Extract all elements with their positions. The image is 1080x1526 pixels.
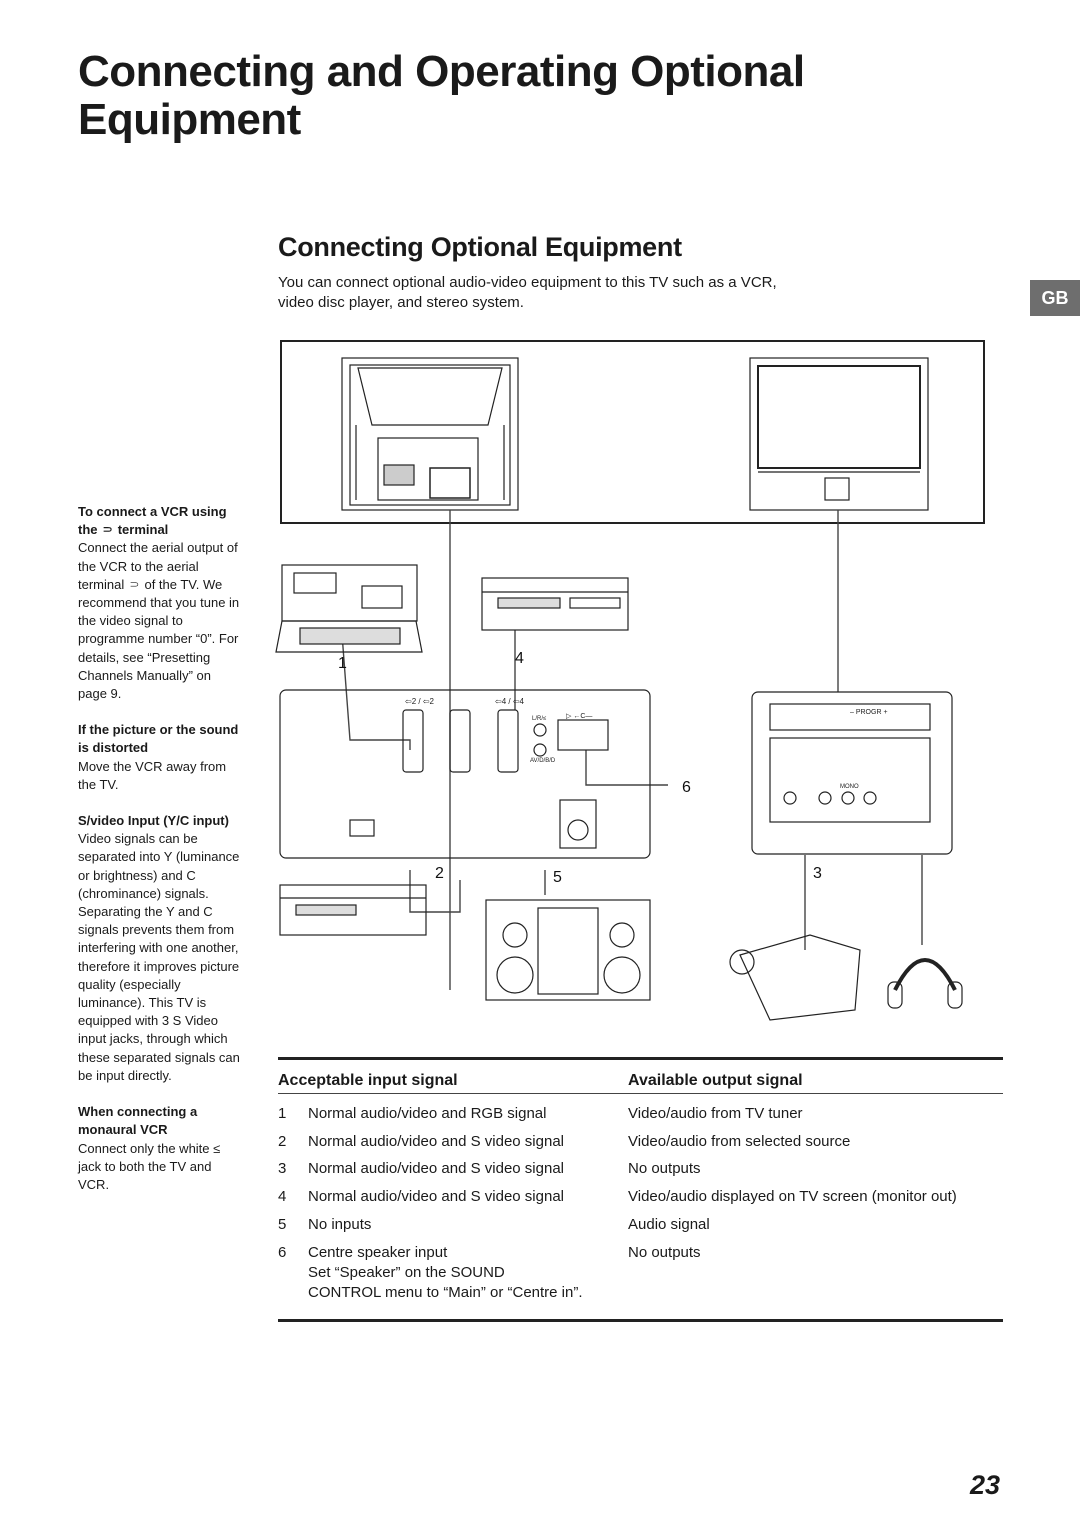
row-output: Video/audio displayed on TV screen (moni… (628, 1188, 957, 1206)
table-header: Acceptable input signal Available output… (278, 1060, 1003, 1094)
vcr-icon (481, 577, 629, 631)
row-input: Normal audio/video and S video signal (308, 1188, 564, 1206)
callout-5: 5 (553, 869, 562, 886)
row-input: Centre speaker input (308, 1243, 448, 1261)
tv-rear-icon (341, 357, 519, 511)
table-row: 2 Normal audio/video and S video signal … (278, 1132, 1003, 1152)
row-number: 3 (278, 1160, 287, 1178)
label-mono: MONO (840, 784, 859, 790)
row-input-extra: CONTROL menu to “Main” or “Centre in”. (308, 1283, 583, 1301)
video-disc-player-icon (279, 884, 427, 936)
row-input-extra: Set “Speaker” on the SOUND (308, 1263, 505, 1281)
label-scart4: ⇦4 / ⇦4 (495, 697, 525, 706)
callout-6: 6 (682, 779, 691, 796)
note-heading: To connect a VCR using the ⸧ terminal (78, 504, 227, 538)
table-row: 5 No inputs Audio signal (278, 1215, 1003, 1235)
note-heading: When connecting a monaural VCR (78, 1104, 198, 1138)
header-input: Acceptable input signal (278, 1072, 458, 1089)
row-output: Video/audio from TV tuner (628, 1104, 803, 1122)
row-number: 5 (278, 1215, 287, 1233)
row-output: No outputs (628, 1243, 701, 1261)
tv-front-panel: – PROGR + MONO (751, 691, 953, 855)
note-body: Connect only the white ≤ jack to both th… (78, 1140, 221, 1192)
note-body: Video signals can be separated into Y (l… (78, 831, 240, 1083)
connection-diagram: ⇦2 / ⇦2 ⇦4 / ⇦4 L/R/≤ ▷ ←C— AV/D/B/D – P… (275, 340, 985, 1021)
note-body: Move the VCR away from the TV. (78, 758, 227, 792)
note-vcr-aerial: To connect a VCR using the ⸧ terminal Co… (78, 503, 243, 703)
header-output: Available output signal (628, 1072, 803, 1089)
row-output: No outputs (628, 1160, 701, 1178)
connection-lines (341, 510, 923, 990)
row-number: 4 (278, 1188, 287, 1206)
table-row: 3 Normal audio/video and S video signal … (278, 1159, 1003, 1179)
callout-4: 4 (515, 650, 524, 667)
note-heading: S/video Input (Y/C input) (78, 813, 229, 829)
section-title: Connecting Optional Equipment (278, 232, 682, 262)
sidebar-notes: To connect a VCR using the ⸧ terminal Co… (78, 503, 243, 1212)
row-number: 6 (278, 1243, 287, 1261)
label-scart2: ⇦2 / ⇦2 (405, 697, 435, 706)
note-heading: If the picture or the sound is distorted (78, 722, 239, 756)
camcorder-icon (729, 934, 861, 1021)
row-input: No inputs (308, 1215, 372, 1233)
note-distortion: If the picture or the sound is distorted… (78, 721, 243, 794)
note-monaural: When connecting a monaural VCR Connect o… (78, 1103, 243, 1194)
tv-frame (280, 340, 985, 524)
table-row: 6 Centre speaker input Set “Speaker” on … (278, 1243, 1003, 1303)
callout-1: 1 (338, 655, 347, 672)
section-intro: You can connect optional audio-video equ… (278, 274, 777, 311)
page-title: Connecting and Operating Optional Equipm… (78, 47, 805, 144)
table-row: 4 Normal audio/video and S video signal … (278, 1187, 1003, 1207)
row-input: Normal audio/video and S video signal (308, 1160, 564, 1178)
note-body: Connect the aerial output of the VCR to … (78, 540, 240, 702)
label-progr: – PROGR + (850, 709, 888, 716)
label-c-in: ▷ ←C— (566, 713, 592, 720)
row-input: Normal audio/video and S video signal (308, 1132, 564, 1150)
label-lr: L/R/≤ (532, 716, 547, 722)
label-av: AV/D/B/D (530, 758, 556, 764)
note-svideo: S/video Input (Y/C input) Video signals … (78, 812, 243, 1085)
row-number: 1 (278, 1104, 287, 1122)
row-input: Normal audio/video and RGB signal (308, 1104, 547, 1122)
stereo-system-icon (485, 899, 651, 1001)
tv-side-panel: ⇦2 / ⇦2 ⇦4 / ⇦4 L/R/≤ ▷ ←C— AV/D/B/D (279, 689, 651, 859)
callout-3: 3 (813, 865, 822, 882)
headphones-icon (887, 958, 963, 1009)
page-number: 23 (970, 1470, 1001, 1500)
callout-2: 2 (435, 865, 444, 882)
signal-table: Acceptable input signal Available output… (278, 1057, 1003, 1322)
language-tab: GB (1030, 280, 1080, 316)
table-row: 1 Normal audio/video and RGB signal Vide… (278, 1104, 1003, 1124)
row-output: Audio signal (628, 1215, 710, 1233)
row-output: Video/audio from selected source (628, 1132, 851, 1150)
tv-front-icon (749, 357, 929, 511)
computer-icon (275, 564, 423, 653)
row-number: 2 (278, 1132, 287, 1150)
